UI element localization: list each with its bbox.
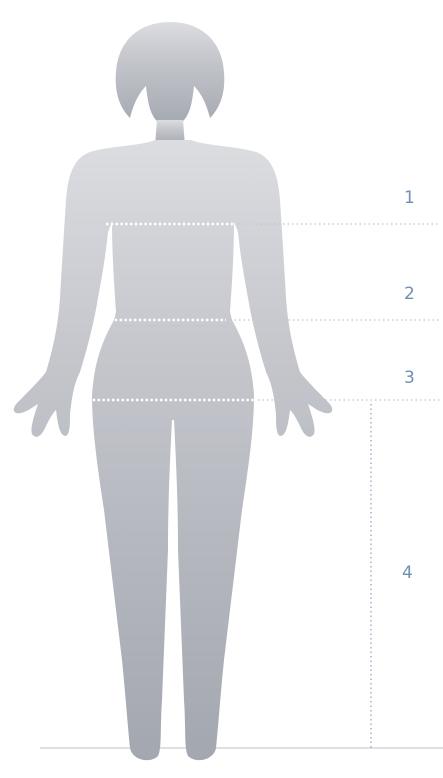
marker-label-2: 2	[404, 286, 415, 303]
woman-silhouette	[14, 22, 333, 760]
body	[14, 140, 333, 760]
marker-label-4: 4	[402, 565, 413, 582]
head	[116, 22, 225, 128]
marker-label-3: 3	[404, 370, 415, 387]
marker-label-1: 1	[404, 190, 415, 207]
